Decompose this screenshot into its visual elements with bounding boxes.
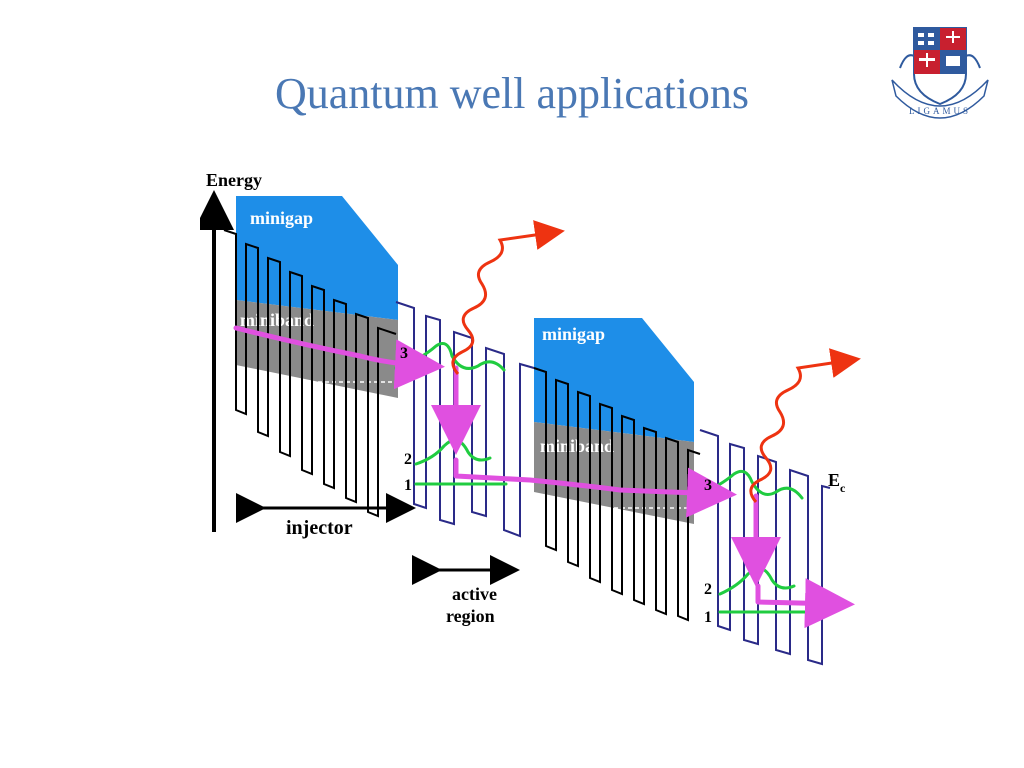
energy-axis-label: Energy — [206, 170, 262, 190]
level-3-label-1: 3 — [400, 345, 408, 362]
active-region-wells-1 — [395, 301, 535, 538]
photon-emission-1 — [451, 220, 565, 375]
crest-motto: LIGAMUS — [909, 106, 971, 116]
conduction-band-label: Ec — [828, 470, 846, 495]
injector-wells-2 — [533, 367, 701, 622]
injector-label: injector — [286, 517, 353, 539]
level-1-label-1: 1 — [404, 477, 412, 494]
level-1-label-2: 1 — [704, 609, 712, 626]
minigap-label-2: minigap — [542, 324, 605, 344]
miniband-region-2 — [534, 422, 694, 524]
level-2-label-1: 2 — [404, 451, 412, 468]
level-3-label-2: 3 — [704, 477, 712, 494]
minigap-label-1: minigap — [250, 208, 313, 228]
level-2-label-2: 2 — [704, 581, 712, 598]
active-region-label-line1: active — [452, 584, 497, 604]
injector-wells-1 — [223, 229, 397, 518]
university-crest-logo: LIGAMUS — [891, 27, 989, 119]
photon-emission-2 — [749, 348, 861, 503]
minigap-region-1 — [236, 196, 398, 320]
electron-path — [233, 325, 855, 629]
active-region-wells-2 — [699, 429, 831, 666]
slide-title: Quantum well applications — [274, 69, 750, 118]
minigap-region-2 — [534, 318, 694, 442]
quantum-cascade-band-diagram: Energy minigap miniband minigap miniband — [200, 170, 861, 666]
active-region-label-line2: region — [446, 606, 495, 626]
